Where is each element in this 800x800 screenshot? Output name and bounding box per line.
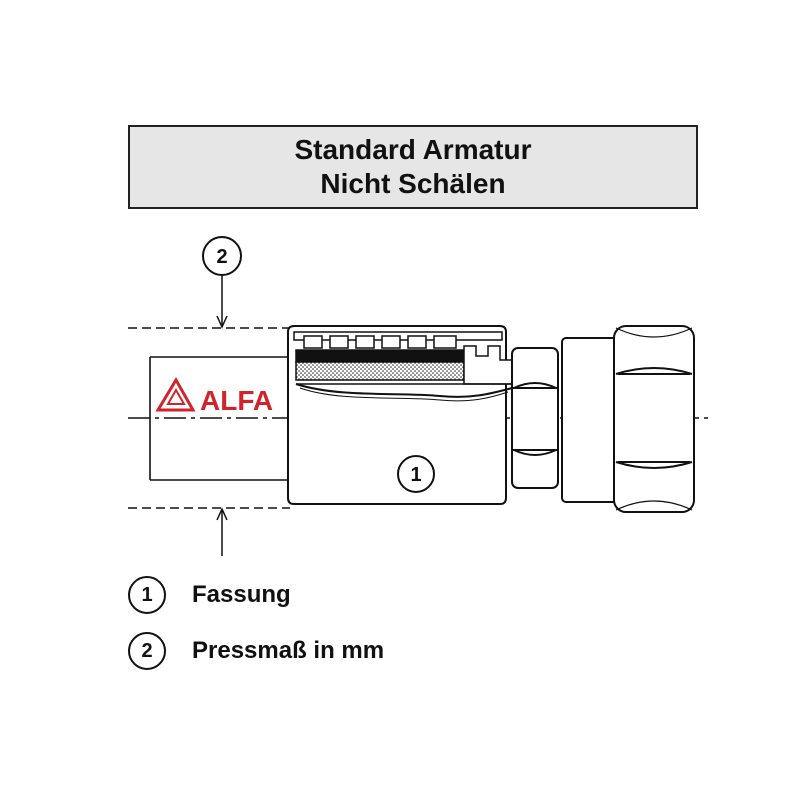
dimension-lines (128, 274, 290, 556)
alfa-logo: ALFA (155, 377, 273, 416)
alfa-logo-mark (155, 377, 196, 412)
socket-cutaway (293, 331, 513, 402)
title-line-2: Nicht Schälen (320, 168, 506, 199)
dimension-arrow-bottom-head (216, 507, 228, 521)
hose (149, 356, 290, 481)
legend-label-1: Fassung (192, 581, 291, 608)
callout-fitting: 1 (397, 455, 435, 493)
legend-item-pressmass: 2 Pressmaß in mm (128, 631, 384, 671)
coupling-sleeve (561, 337, 619, 503)
legend-number-2: 2 (128, 632, 166, 670)
small-hex-nut (511, 347, 559, 489)
title-box: Standard Armatur Nicht Schälen (128, 125, 698, 209)
alfa-logo-text: ALFA (200, 385, 273, 416)
title-line-1: Standard Armatur (294, 134, 532, 165)
legend-label-2: Pressmaß in mm (192, 637, 385, 664)
callout-fitting-number: 1 (410, 464, 421, 486)
dimension-arrow-top-head (216, 315, 228, 329)
callout-press-dimension: 2 (202, 236, 242, 276)
callout-press-dimension-number: 2 (216, 246, 227, 268)
legend-item-fassung: 1 Fassung (128, 575, 291, 615)
large-hex-nut (613, 325, 695, 513)
legend-number-1: 1 (128, 576, 166, 614)
